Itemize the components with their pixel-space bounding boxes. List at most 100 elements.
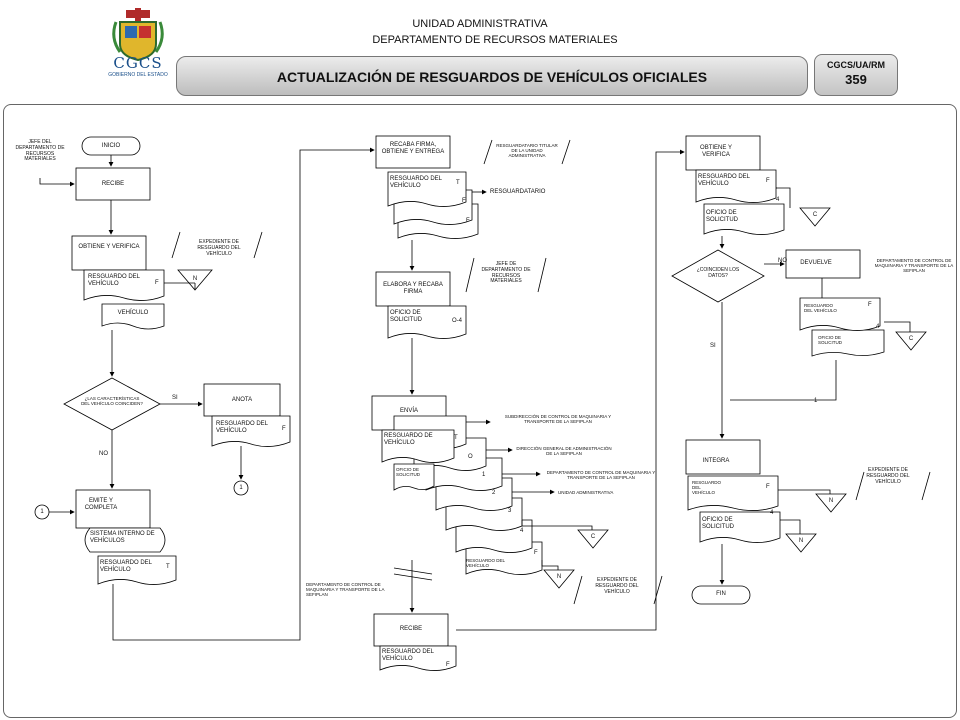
resguardatario-note: RESGUARDATARIO TITULAR DE LA UNIDAD ADMI… bbox=[496, 143, 558, 159]
oficio-doc-devuelve bbox=[811, 329, 885, 357]
obtiene-label: OBTIENE Y VERIFICA bbox=[78, 244, 140, 250]
connector-1-emite-label: 1 bbox=[40, 509, 44, 515]
decision-label: ¿LAS CARACTERÍSTICAS DEL VEHÍCULO COINCI… bbox=[81, 396, 143, 407]
resguardo-doc-integra bbox=[687, 475, 779, 511]
anota-process bbox=[203, 383, 281, 417]
fin-label: FIN bbox=[716, 591, 726, 597]
recaba-label: RECABA FIRMA, OBTIENE Y ENTREGA bbox=[381, 142, 445, 155]
devuelve-process bbox=[785, 249, 861, 279]
resguardo-document bbox=[83, 269, 165, 301]
end-terminator bbox=[691, 585, 751, 605]
resguardo-doc-envia bbox=[381, 429, 455, 463]
oficio-label: OFICIO DE SOLICITUD bbox=[390, 310, 423, 323]
copy-f2-col2: F bbox=[466, 218, 470, 224]
expediente-note-col2: EXPEDIENTE DE RESGUARDO DEL VEHÍCULO bbox=[595, 577, 639, 595]
o4-label: O-4 bbox=[452, 318, 463, 324]
resguardo-doc4-col2-label: RESGUARDO DEL VEHÍCULO bbox=[382, 649, 434, 662]
logo-subtitle: GOBIERNO DEL ESTADO bbox=[108, 72, 168, 78]
copy-label-f: F bbox=[534, 550, 538, 556]
resguardo-doc3-label: RESGUARDO DEL VEHÍCULO bbox=[100, 560, 152, 573]
procedure-code: CGCS/UA/RM bbox=[827, 60, 885, 70]
obtiene-process-3 bbox=[685, 135, 761, 171]
copy-f-label: F bbox=[155, 280, 159, 286]
vehiculo-document bbox=[101, 303, 165, 330]
anota-label: ANOTA bbox=[231, 397, 253, 403]
si-label-col3: SI bbox=[710, 343, 716, 349]
recibe-label: RECIBE bbox=[101, 181, 125, 187]
copy-label-4: 4 bbox=[520, 528, 524, 534]
no-label: NO bbox=[99, 451, 108, 457]
dest-departamento: DEPARTAMENTO DE CONTROL DE MAQUINARIA Y … bbox=[546, 470, 656, 481]
oficio-doc-envia bbox=[393, 463, 435, 491]
copy-f-recibe: F bbox=[446, 662, 450, 668]
archive-c-col2-label: C bbox=[590, 534, 596, 540]
archive-c-col3 bbox=[799, 207, 831, 227]
copy-t-label: T bbox=[166, 564, 170, 570]
vehiculo-label: VEHÍCULO bbox=[117, 310, 149, 316]
recaba-process bbox=[375, 135, 451, 169]
integra-process bbox=[685, 439, 761, 475]
archive-c-devuelve-label: C bbox=[908, 336, 914, 342]
copy-f2-label: F bbox=[282, 426, 286, 432]
archive-n-integra bbox=[815, 493, 847, 513]
copy-label-o: O bbox=[468, 454, 473, 460]
copy-4-integra: 4 bbox=[770, 510, 774, 516]
expediente-note: EXPEDIENTE DE RESGUARDO DEL VEHÍCULO bbox=[197, 239, 241, 257]
recibe-label-col2: RECIBE bbox=[399, 626, 423, 632]
resguardo-doc-recibe bbox=[379, 645, 457, 671]
archive-n-integra-2 bbox=[785, 533, 817, 553]
resguardo-doc2-col2-label: RESGUARDO DE VEHÍCULO bbox=[384, 433, 433, 446]
copy-label-3: 3 bbox=[508, 508, 512, 514]
resguardo-doc3-col3-label: RESGUARDO DEL VEHÍCULO bbox=[692, 480, 722, 496]
archive-c-devuelve bbox=[895, 331, 927, 351]
copy-label-2: 2 bbox=[492, 490, 496, 496]
sistema-label: SISTEMA INTERNO DE VEHÍCULOS bbox=[90, 531, 155, 544]
archive-n-col2-label: N bbox=[556, 574, 562, 580]
si-label: SI bbox=[172, 395, 178, 401]
dest-unidad: UNIDAD ADMINISTRATIVA bbox=[558, 490, 614, 495]
oficio-document bbox=[387, 305, 467, 339]
resguardo-doc2-label: RESGUARDO DEL VEHÍCULO bbox=[216, 421, 268, 434]
copy-label-t: T bbox=[454, 435, 458, 441]
procedure-number: 359 bbox=[845, 72, 867, 87]
dest-subdireccion: SUBDIRECCIÓN DE CONTROL DE MAQUINARIA Y … bbox=[504, 414, 612, 425]
archive-n-integra2-label: N bbox=[798, 538, 804, 544]
archive-n-label: N bbox=[192, 276, 198, 282]
emite-process bbox=[75, 489, 151, 529]
unit-label: UNIDAD ADMINISTRATIVA bbox=[412, 18, 548, 30]
copy-t-col2: T bbox=[456, 180, 460, 186]
integra-label: INTEGRA bbox=[702, 458, 730, 464]
oficio-doc-col3 bbox=[703, 203, 785, 235]
sistema-interno-storage bbox=[84, 527, 166, 553]
page-title: ACTUALIZACIÓN DE RESGUARDOS DE VEHÍCULOS… bbox=[176, 56, 808, 96]
procedure-code-box: CGCS/UA/RM 359 bbox=[814, 54, 898, 96]
copy-f-integra: F bbox=[766, 484, 770, 490]
expediente-note-col3: EXPEDIENTE DE RESGUARDO DEL VEHÍCULO bbox=[866, 467, 910, 485]
copy-f-devuelve: F bbox=[868, 302, 872, 308]
department-label: DEPARTAMENTO DE RECURSOS MATERIALES bbox=[372, 34, 618, 46]
diagram-frame bbox=[3, 104, 957, 718]
resguardo-doc-col3 bbox=[695, 169, 777, 203]
copy-label-1: 1 bbox=[482, 472, 486, 478]
jefe-note: JEFE DE DEPARTAMENTO DE RECURSOS MATERIA… bbox=[481, 261, 531, 285]
expediente-archive bbox=[177, 269, 213, 291]
oficio2-col3-label: OFICIO DE SOLICITUD bbox=[818, 335, 843, 346]
envia-label: ENVÍA bbox=[399, 408, 418, 414]
copy-f-col2: F bbox=[462, 198, 466, 204]
resguardo-doc-devuelve bbox=[799, 297, 881, 331]
resguardo-doc-col2-label: RESGUARDO DEL VEHÍCULO bbox=[390, 176, 442, 189]
connector-one-col3: 1 bbox=[814, 398, 818, 404]
copy-doc-t bbox=[387, 171, 467, 207]
devuelve-label: DEVUELVE bbox=[800, 260, 832, 266]
resguardo-doc-col3-label: RESGUARDO DEL VEHÍCULO bbox=[698, 174, 750, 187]
copy-f-col3: F bbox=[766, 178, 770, 184]
resguardo-document-3 bbox=[97, 555, 177, 585]
resguardo-doc3-col2-label: RESGUARDO DEL VEHÍCULO bbox=[466, 558, 505, 569]
resguardo-doc-label: RESGUARDO DEL VEHÍCULO bbox=[88, 274, 140, 287]
resguardo-document-2 bbox=[211, 415, 291, 447]
decision-col3-label: ¿COINCIDEN LOS DATOS? bbox=[696, 267, 740, 279]
oficio-col3-label: OFICIO DE SOLICITUD bbox=[706, 210, 739, 223]
copy-4-devuelve: 4 bbox=[876, 324, 880, 330]
depto-note-col2: DEPARTAMENTO DE CONTROL DE MAQUINARIA Y … bbox=[306, 582, 385, 598]
